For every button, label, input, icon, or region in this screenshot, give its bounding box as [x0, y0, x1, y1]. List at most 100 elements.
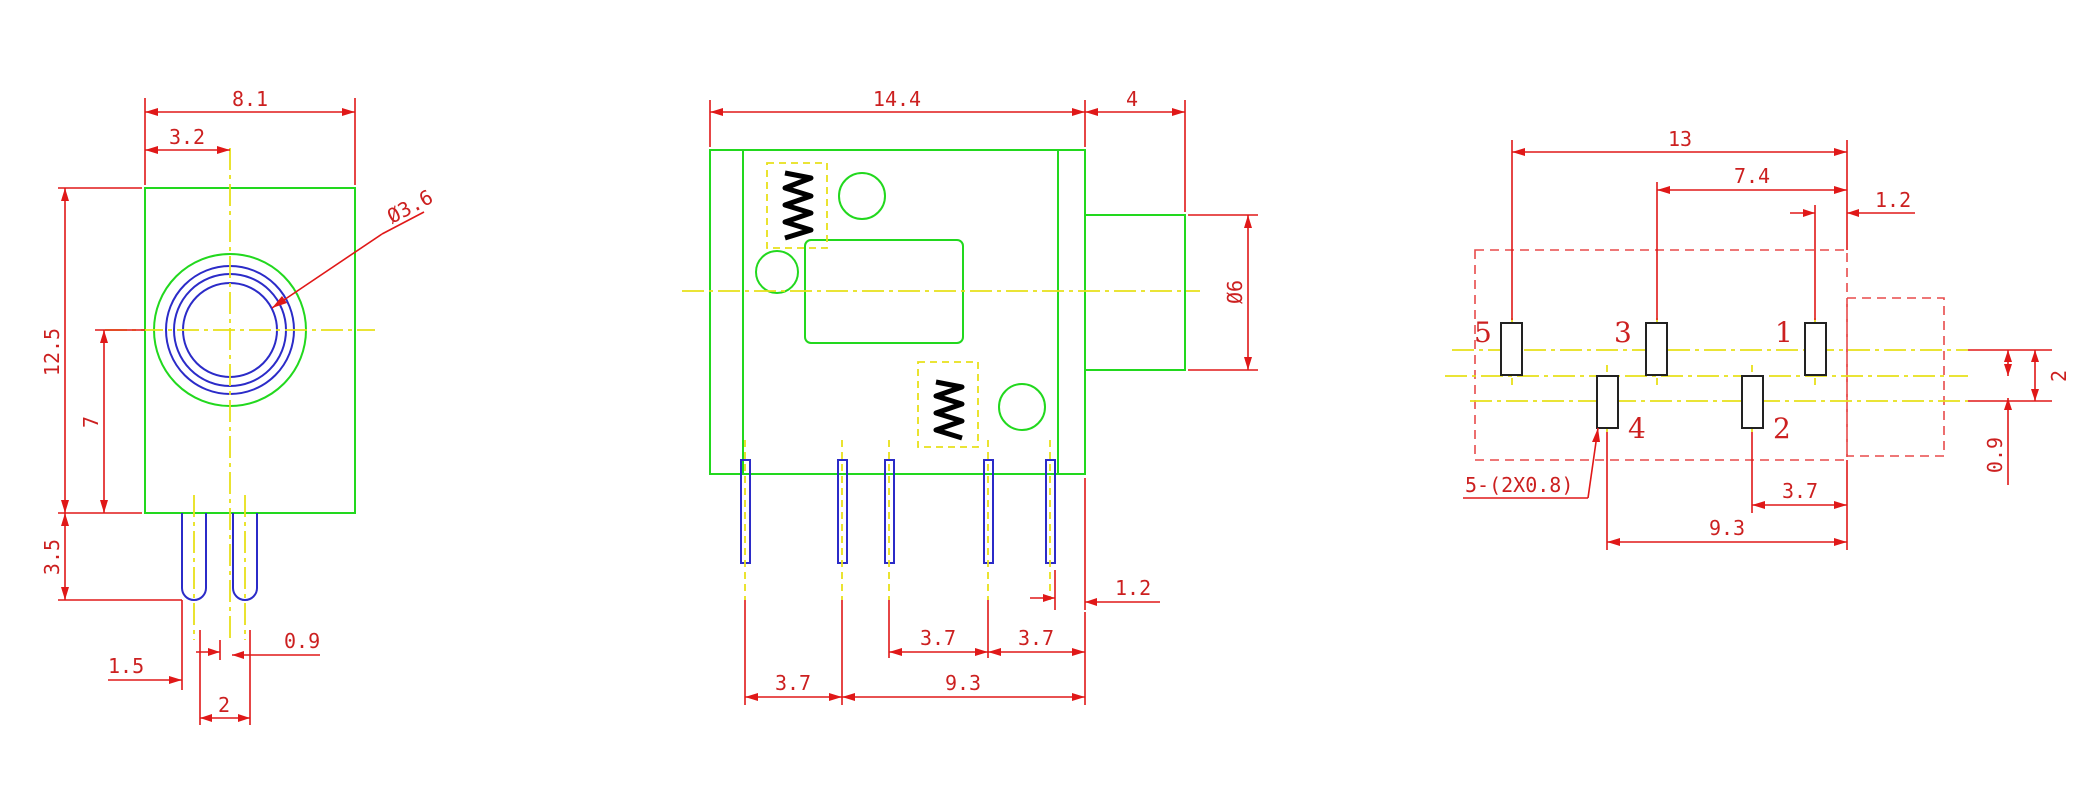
- leader-diameter-tail: [381, 211, 425, 235]
- leader-diameter: [271, 233, 383, 309]
- pin-label-2: 2: [1773, 412, 1791, 445]
- side-post-upper: [838, 172, 886, 220]
- arrow: [2031, 350, 2039, 362]
- pad-4: [1596, 375, 1619, 429]
- dim-side-body-length: 14.4: [873, 87, 921, 111]
- arrow: [1607, 538, 1620, 546]
- arrow: [1592, 428, 1600, 442]
- arrow: [975, 648, 988, 656]
- dim-footprint-row-gap: 2: [2047, 370, 2071, 382]
- dim-footprint-pad-size: 5-(2X0.8): [1465, 473, 1573, 497]
- arrow: [238, 714, 250, 722]
- dim-footprint-pin1: 1.2: [1875, 188, 1911, 212]
- side-pin-2: [837, 459, 848, 564]
- side-post-lower: [998, 383, 1046, 431]
- dim-footprint-pin2: 3.7: [1782, 479, 1818, 503]
- dim-side-pitch-a: 3.7: [920, 626, 956, 650]
- pad-5: [1500, 322, 1523, 376]
- arrow: [100, 330, 108, 343]
- arrow: [61, 587, 69, 600]
- dim-side-barrel-diameter: Ø6: [1223, 280, 1247, 304]
- spring-lower-icon: [933, 379, 965, 441]
- arrow: [1803, 209, 1815, 217]
- side-pin-1: [740, 459, 751, 564]
- dim-front-diameter: Ø3.6: [383, 185, 437, 229]
- spring-upper-icon: [782, 170, 814, 241]
- pin-label-1: 1: [1775, 316, 1793, 349]
- pad-1: [1804, 322, 1827, 376]
- front-body-outline: [144, 187, 356, 514]
- pin-label-5: 5: [1474, 316, 1492, 349]
- side-post-left: [755, 250, 799, 294]
- arrow: [145, 108, 158, 116]
- arrow: [169, 676, 182, 684]
- arrow: [2004, 350, 2012, 362]
- side-spring-box-lower: [917, 361, 979, 448]
- dim-front-pin-width: 0.9: [284, 629, 320, 653]
- arrow: [61, 500, 69, 513]
- arrow: [1072, 108, 1085, 116]
- arrow: [1834, 538, 1847, 546]
- side-barrel-outline: [1084, 214, 1186, 371]
- arrow: [272, 296, 287, 308]
- dim-footprint-pin3: 7.4: [1734, 164, 1770, 188]
- arrow: [2031, 389, 2039, 401]
- pin-label-4: 4: [1628, 412, 1646, 445]
- side-view: 14.4 4 Ø6 1.2 3.7 3.7: [682, 87, 1258, 705]
- arrow: [1043, 594, 1055, 602]
- dim-front-center-height: 7: [79, 416, 103, 428]
- arrow: [745, 693, 758, 701]
- footprint-barrel-outline: [1846, 297, 1945, 457]
- arrow: [217, 146, 230, 154]
- dim-side-pitch-b: 3.7: [1018, 626, 1054, 650]
- arrow: [1244, 357, 1252, 370]
- arrow: [1172, 108, 1185, 116]
- front-pin-right: [232, 513, 258, 601]
- side-pin-5: [1045, 459, 1056, 564]
- footprint-view: 5 3 1 4 2 13 7.4 1.2 2: [1445, 127, 2071, 550]
- arrow: [710, 108, 723, 116]
- dim-front-width: 8.1: [232, 87, 268, 111]
- pad-3: [1645, 322, 1668, 376]
- arrow: [61, 188, 69, 201]
- arrow: [2004, 398, 2012, 410]
- arrow: [1072, 693, 1085, 701]
- arrow: [61, 513, 69, 526]
- arrow: [1244, 215, 1252, 228]
- dim-front-pin-pitch: 2: [218, 693, 230, 717]
- arrow: [1834, 501, 1847, 509]
- arrow: [1657, 186, 1670, 194]
- dim-footprint-pin4: 9.3: [1709, 516, 1745, 540]
- dim-front-pin-length: 3.5: [40, 539, 64, 575]
- arrow: [1512, 148, 1525, 156]
- arrow: [100, 500, 108, 513]
- arrow: [208, 648, 220, 656]
- pin-label-3: 3: [1614, 316, 1632, 349]
- arrow: [1085, 108, 1098, 116]
- front-pin-left: [181, 513, 207, 601]
- arrow: [1085, 598, 1097, 606]
- dim-side-pin-offset: 1.2: [1115, 576, 1151, 600]
- arrow: [145, 146, 158, 154]
- dim-front-pin-offset: 1.5: [108, 654, 144, 678]
- dim-footprint-row-offset: 0.9: [1983, 437, 2007, 473]
- arrow: [1834, 186, 1847, 194]
- dim-side-span: 9.3: [945, 671, 981, 695]
- dim-side-barrel-length: 4: [1126, 87, 1138, 111]
- pad-2: [1741, 375, 1764, 429]
- arrow: [232, 651, 244, 659]
- arrow: [2004, 364, 2012, 376]
- arrow: [1072, 648, 1085, 656]
- footprint-body-outline: [1474, 249, 1848, 461]
- arrow: [1847, 209, 1859, 217]
- dim-footprint-overall: 13: [1668, 127, 1692, 151]
- arrow: [1834, 148, 1847, 156]
- arrow: [200, 714, 212, 722]
- dim-side-pitch-c: 3.7: [775, 671, 811, 695]
- arrow: [842, 693, 855, 701]
- dim-front-height: 12.5: [40, 328, 64, 376]
- arrow: [889, 648, 902, 656]
- dim-front-hole-offset: 3.2: [169, 125, 205, 149]
- arrow: [342, 108, 355, 116]
